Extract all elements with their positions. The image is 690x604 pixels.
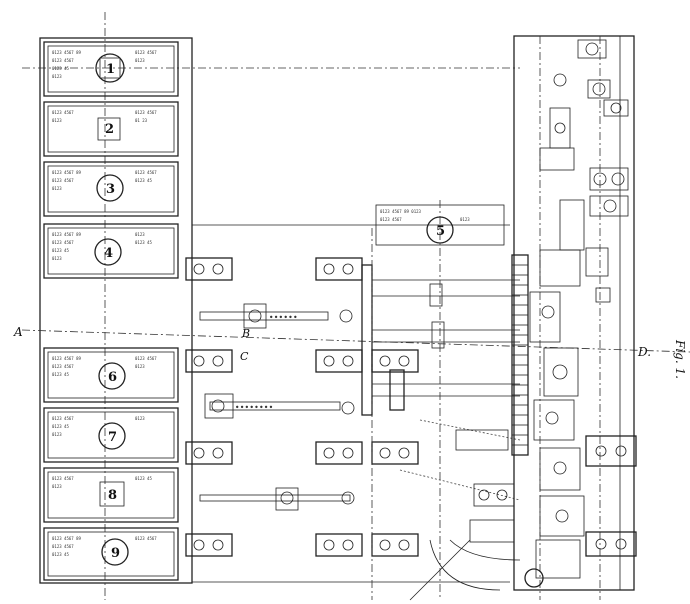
svg-text:0123: 0123: [52, 74, 62, 79]
svg-text:0123 4567: 0123 4567: [52, 364, 74, 369]
counter-panel-2: 0123 4567 0123 0123 4567 01 23 2: [43, 101, 179, 157]
svg-text:0123: 0123: [52, 484, 62, 489]
svg-text:● ● ● ● ● ●: ● ● ● ● ● ●: [270, 314, 297, 319]
svg-text:0123 4567: 0123 4567: [52, 178, 74, 183]
svg-text:● ● ● ● ● ● ● ●: ● ● ● ● ● ● ● ●: [236, 404, 273, 409]
label-d: D.: [637, 345, 651, 359]
svg-text:0123 4567: 0123 4567: [135, 110, 157, 115]
counter-number: 2: [105, 122, 114, 137]
label-b: B: [241, 327, 250, 340]
svg-text:0123 4567 89 0123: 0123 4567 89 0123: [380, 209, 422, 214]
left-frame: [22, 12, 520, 600]
svg-text:0123 45: 0123 45: [52, 248, 69, 253]
svg-text:0123 45: 0123 45: [52, 66, 69, 71]
counter-number: 9: [111, 546, 120, 561]
counter-panel-6: 0123 4567 89 0123 4567 0123 45 0123 4567…: [43, 347, 179, 403]
counter-number: 1: [106, 62, 115, 77]
svg-text:0123: 0123: [135, 58, 145, 63]
svg-text:0123 4567: 0123 4567: [52, 416, 74, 421]
right-machine: [455, 35, 637, 600]
svg-text:0123 4567: 0123 4567: [135, 536, 157, 541]
svg-text:0123 45: 0123 45: [52, 372, 69, 377]
fig-label: Fig. 1.: [673, 339, 687, 379]
svg-text:0123: 0123: [52, 118, 62, 123]
counter-number: 7: [108, 430, 117, 445]
svg-text:0123 45: 0123 45: [52, 424, 69, 429]
figure-label: Fig. 1.: [673, 339, 687, 379]
counter-number: 4: [104, 246, 113, 261]
counter-panel-8: 0123 4567 0123 0123 45 8: [43, 467, 179, 523]
svg-text:0123 4567: 0123 4567: [135, 356, 157, 361]
svg-text:0123 4567 89: 0123 4567 89: [52, 232, 81, 237]
central-frame: [361, 200, 521, 601]
svg-text:0123 4567 89: 0123 4567 89: [52, 356, 81, 361]
counter-number: 3: [106, 182, 115, 197]
svg-text:0123 4567: 0123 4567: [52, 476, 74, 481]
svg-text:0123: 0123: [460, 217, 470, 222]
svg-text:0123 4567: 0123 4567: [52, 58, 74, 63]
counter-panel-7: 0123 4567 0123 45 0123 0123 7: [43, 407, 179, 463]
counter-panel-9: 0123 4567 89 0123 4567 0123 45 0123 4567…: [43, 527, 179, 581]
svg-text:01 23: 01 23: [135, 118, 148, 123]
svg-text:0123: 0123: [135, 232, 145, 237]
counter-panel-3: 0123 4567 89 0123 4567 0123 0123 4567 01…: [43, 161, 179, 217]
svg-text:0123: 0123: [135, 416, 145, 421]
svg-text:0123 4567: 0123 4567: [380, 217, 402, 222]
svg-text:0123: 0123: [52, 256, 62, 261]
svg-text:0123 4567: 0123 4567: [52, 544, 74, 549]
svg-text:0123 4567: 0123 4567: [135, 50, 157, 55]
svg-text:0123 4567: 0123 4567: [52, 240, 74, 245]
section-line-ab: A B C D.: [13, 325, 690, 363]
label-c: C: [240, 350, 249, 363]
svg-text:0123: 0123: [52, 432, 62, 437]
svg-text:0123 4567: 0123 4567: [52, 110, 74, 115]
vertical-rack: [511, 254, 529, 456]
svg-text:0123 4567 89: 0123 4567 89: [52, 536, 81, 541]
bearing-blocks: [185, 257, 419, 557]
counter-panel-1: 0123 4567 89 0123 4567 0123 45 0123 0123…: [43, 41, 179, 97]
svg-text:0123 45: 0123 45: [135, 178, 152, 183]
svg-text:0123: 0123: [135, 364, 145, 369]
svg-text:0123: 0123: [52, 186, 62, 191]
svg-text:0123 45: 0123 45: [52, 552, 69, 557]
counter-number: 5: [436, 224, 445, 239]
label-a: A: [13, 325, 23, 339]
svg-text:0123 4567 89: 0123 4567 89: [52, 50, 81, 55]
svg-text:0123 45: 0123 45: [135, 476, 152, 481]
shafts: ● ● ● ● ● ● ● ● ● ● ● ● ● ●: [199, 303, 355, 511]
svg-text:0123 45: 0123 45: [135, 240, 152, 245]
counter-number: 6: [108, 370, 117, 385]
counter-panel-4: 0123 4567 89 0123 4567 0123 45 0123 0123…: [43, 223, 179, 279]
svg-text:0123 4567 89: 0123 4567 89: [52, 170, 81, 175]
counter-number: 8: [108, 488, 117, 503]
svg-text:0123 4567: 0123 4567: [135, 170, 157, 175]
